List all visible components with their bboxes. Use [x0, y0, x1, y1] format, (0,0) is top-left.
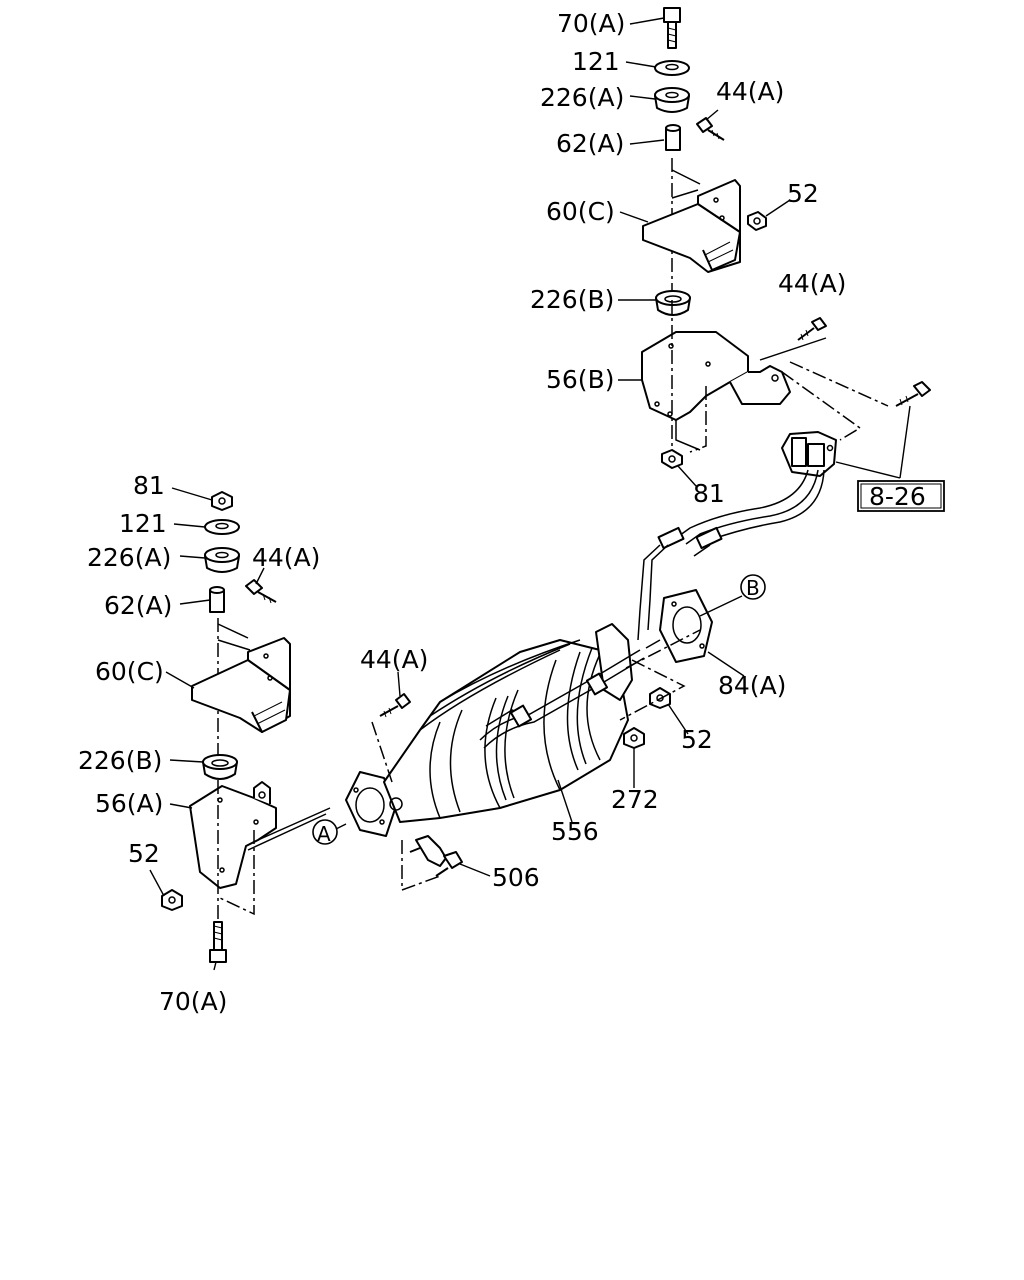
label-left-70a[interactable]: 70(A): [159, 987, 227, 1016]
label-right-52[interactable]: 52: [681, 725, 713, 754]
label-top-226b[interactable]: 226(B): [530, 285, 614, 314]
left-collar-62a: [209, 586, 225, 613]
label-top-81[interactable]: 81: [693, 479, 725, 508]
label-top-60c[interactable]: 60(C): [546, 197, 615, 226]
callout-b[interactable]: B: [740, 574, 766, 600]
top-collar-62a: [665, 124, 681, 151]
top-bracket-56b: [641, 331, 791, 451]
part-labels: 70(A) 121 226(A) 44(A) 62(A) 52 60(C) 22…: [78, 9, 846, 1016]
label-left-121[interactable]: 121: [119, 509, 167, 538]
label-top-70a[interactable]: 70(A): [557, 9, 625, 38]
left-nut-81: [211, 491, 233, 511]
left-bracket-56a: [189, 781, 331, 889]
label-center-44a[interactable]: 44(A): [360, 645, 428, 674]
top-washer-121: [654, 60, 690, 76]
gasket-84a: [659, 589, 713, 663]
label-left-81[interactable]: 81: [133, 471, 165, 500]
label-right-272[interactable]: 272: [611, 785, 659, 814]
label-left-44a[interactable]: 44(A): [252, 543, 320, 572]
center-bolt-44a: [379, 693, 411, 718]
clamp-506: [401, 835, 463, 892]
top-mount-assembly: [641, 7, 827, 469]
label-top-52[interactable]: 52: [787, 179, 819, 208]
label-top-56b[interactable]: 56(B): [546, 365, 614, 394]
left-bracket-60c: [191, 623, 291, 733]
top-nut-81: [661, 449, 683, 469]
left-bushing-226a: [204, 547, 240, 573]
left-nut-52: [161, 889, 183, 911]
label-center-556[interactable]: 556: [551, 817, 599, 846]
callout-a[interactable]: A: [312, 819, 338, 846]
label-top-62a[interactable]: 62(A): [556, 129, 624, 158]
top-bushing-226a: [654, 87, 690, 113]
top-bushing-226b: [655, 290, 691, 316]
callout-b-label: B: [746, 576, 760, 600]
top-nut-52: [747, 211, 767, 231]
leader-lines: [149, 17, 791, 971]
callout-a-label: A: [317, 822, 331, 846]
left-bolt-70a: [209, 921, 227, 963]
top-bolt-70a: [663, 7, 681, 49]
label-top-226a[interactable]: 226(A): [540, 83, 624, 112]
mid-bolt-44a: [797, 317, 827, 341]
label-bottom-506[interactable]: 506: [492, 863, 540, 892]
left-bushing-226b: [202, 754, 238, 780]
label-left-226a[interactable]: 226(A): [87, 543, 171, 572]
right-nut-272: [623, 727, 645, 749]
left-bolt-44a: [245, 579, 277, 604]
top-bracket-60c: [642, 169, 741, 273]
left-washer-121: [204, 519, 240, 535]
dpf-converter-556: [345, 623, 661, 837]
label-mid-44a[interactable]: 44(A): [778, 269, 846, 298]
label-left-52[interactable]: 52: [128, 839, 160, 868]
reference-box-8-26[interactable]: 8-26: [857, 480, 945, 512]
label-right-84a[interactable]: 84(A): [718, 671, 786, 700]
label-left-56a[interactable]: 56(A): [95, 789, 163, 818]
top-bolt-44a: [696, 117, 725, 141]
label-left-62a[interactable]: 62(A): [104, 591, 172, 620]
ref-8-26-label: 8-26: [869, 482, 926, 511]
left-mount-assembly: [161, 491, 331, 963]
pressure-sensor-harness: [637, 361, 931, 641]
label-left-226b[interactable]: 226(B): [78, 746, 162, 775]
label-top-121[interactable]: 121: [572, 47, 620, 76]
label-left-60c[interactable]: 60(C): [95, 657, 164, 686]
label-top-44a[interactable]: 44(A): [716, 77, 784, 106]
